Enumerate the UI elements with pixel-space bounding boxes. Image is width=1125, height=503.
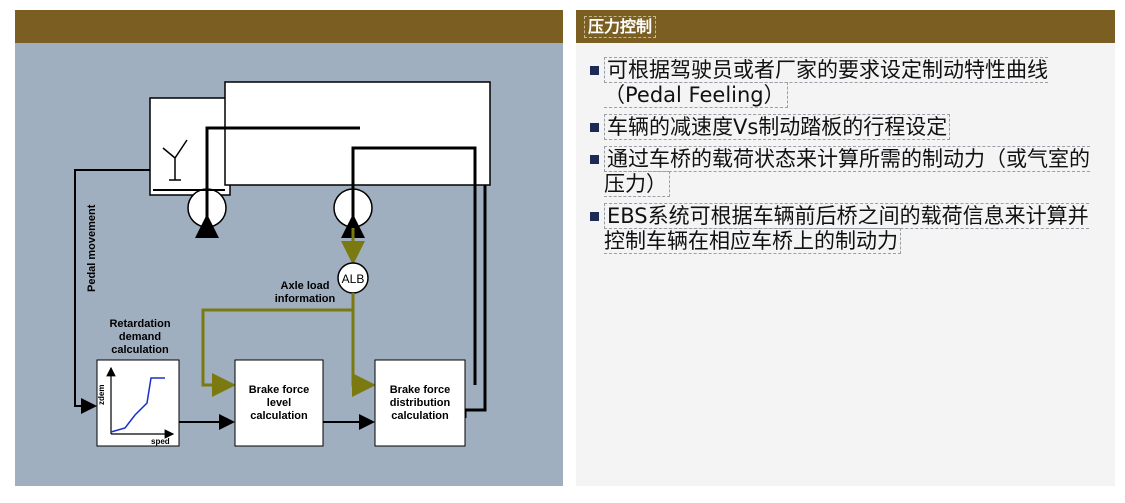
axle-load-to-distribution-line: [351, 310, 376, 397]
bullet-item: 通过车桥的载荷状态来计算所需的制动力（或气室的压力）: [586, 146, 1106, 197]
diagram-panel: ALB Axle load information Pedal movement…: [15, 10, 563, 486]
retardation-label-2: demand: [119, 331, 161, 343]
graph-y-label: zdem: [97, 385, 106, 405]
bullet-item: 车辆的减速度Vs制动踏板的行程设定: [586, 114, 1106, 140]
pedal-module: [149, 97, 231, 196]
graph-x-label: sped: [151, 437, 170, 446]
brake-diagram: ALB Axle load information Pedal movement…: [74, 81, 491, 447]
bullet-text: 可根据驾驶员或者厂家的要求设定制动特性曲线（Pedal Feeling）: [604, 57, 1048, 108]
bullet-item: 可根据驾驶员或者厂家的要求设定制动特性曲线（Pedal Feeling）: [586, 57, 1106, 108]
bullet-item: EBS系统可根据车辆前后桥之间的载荷信息来计算并控制车辆在相应车桥上的制动力: [586, 203, 1106, 254]
pedal-movement-line: [74, 169, 150, 414]
text-panel: 压力控制 可根据驾驶员或者厂家的要求设定制动特性曲线（Pedal Feeling…: [576, 10, 1115, 486]
bfd-label-2: distribution: [390, 397, 451, 409]
diagram-header-bar: [15, 10, 563, 43]
bfl-label-1: Brake force: [249, 384, 310, 396]
section-title: 压力控制: [584, 16, 657, 38]
pedal-movement-label: Pedal movement: [86, 204, 98, 292]
bullet-text: EBS系统可根据车辆前后桥之间的载荷信息来计算并控制车辆在相应车桥上的制动力: [604, 203, 1089, 254]
retardation-label-1: Retardation: [109, 318, 170, 330]
bfl-label-3: calculation: [250, 410, 308, 422]
pedal-feeling-curve: [110, 377, 165, 433]
bfd-label-3: calculation: [391, 410, 449, 422]
controller-module: [224, 81, 491, 186]
text-header-bar: 压力控制: [576, 10, 1115, 43]
bullet-list: 可根据驾驶员或者厂家的要求设定制动特性曲线（Pedal Feeling） 车辆的…: [586, 57, 1106, 261]
bullet-text: 通过车桥的载荷状态来计算所需的制动力（或气室的压力）: [604, 146, 1090, 197]
brake-force-distribution-box: [374, 359, 466, 447]
bfl-label-2: level: [267, 397, 291, 409]
bfd-label-1: Brake force: [390, 384, 451, 396]
bullet-text: 车辆的减速度Vs制动踏板的行程设定: [604, 114, 951, 140]
pedal-icon: [162, 139, 188, 181]
retardation-graph-box: [96, 359, 180, 447]
brake-force-level-box: [234, 359, 324, 447]
axle-info-label: information: [275, 293, 336, 305]
axle-load-label: Axle load: [281, 280, 330, 292]
retardation-label-3: calculation: [111, 344, 169, 356]
front-control-line: [195, 126, 360, 238]
alb-label: ALB: [342, 272, 365, 286]
axle-load-to-level-line: [201, 293, 355, 397]
rear-control-line: [341, 146, 477, 385]
